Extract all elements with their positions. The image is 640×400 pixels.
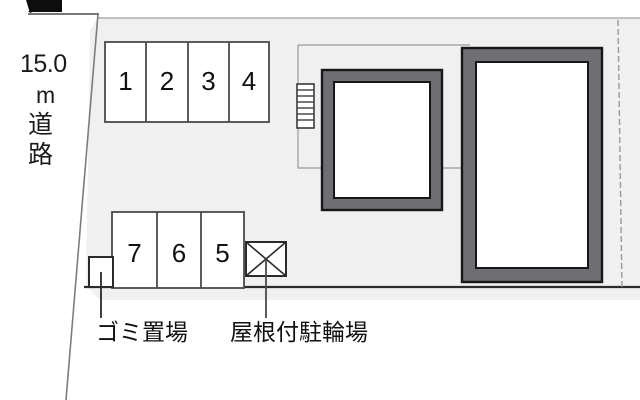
parking-stall-6-label: 6: [171, 238, 187, 268]
site-right-edge: [617, 19, 623, 291]
exterior-stairs-steps-icon: [297, 89, 314, 121]
parking-stall-2-label: 2: [159, 66, 175, 96]
parking-stall-1-label: 1: [118, 66, 133, 96]
parking-stalls-upper-outline: [104, 41, 270, 123]
parking-stall-7-label: 7: [127, 238, 142, 268]
road-kanji-first: 道: [28, 110, 54, 139]
north-arrow-head-icon: [26, 0, 60, 13]
parking-stalls-lower-outline: [111, 211, 245, 289]
road-width-unit: m: [36, 82, 56, 108]
road-kanji-second: 路: [28, 140, 54, 169]
parking-stall-3-label: 3: [201, 66, 216, 96]
bicycle-parking-caption: 屋根付駐輪場: [230, 320, 368, 346]
road-width-value: 15.0: [20, 50, 67, 78]
building-block-left-inner: [333, 81, 431, 199]
road-boundary-line: [65, 13, 99, 400]
parking-stall-5-label: 5: [215, 238, 230, 268]
building-block-right-inner: [475, 61, 589, 269]
garbage-area-caption: ゴミ置場: [96, 320, 188, 346]
exterior-stairs-outline: [296, 83, 315, 129]
parking-stall-4-label: 4: [241, 66, 257, 96]
